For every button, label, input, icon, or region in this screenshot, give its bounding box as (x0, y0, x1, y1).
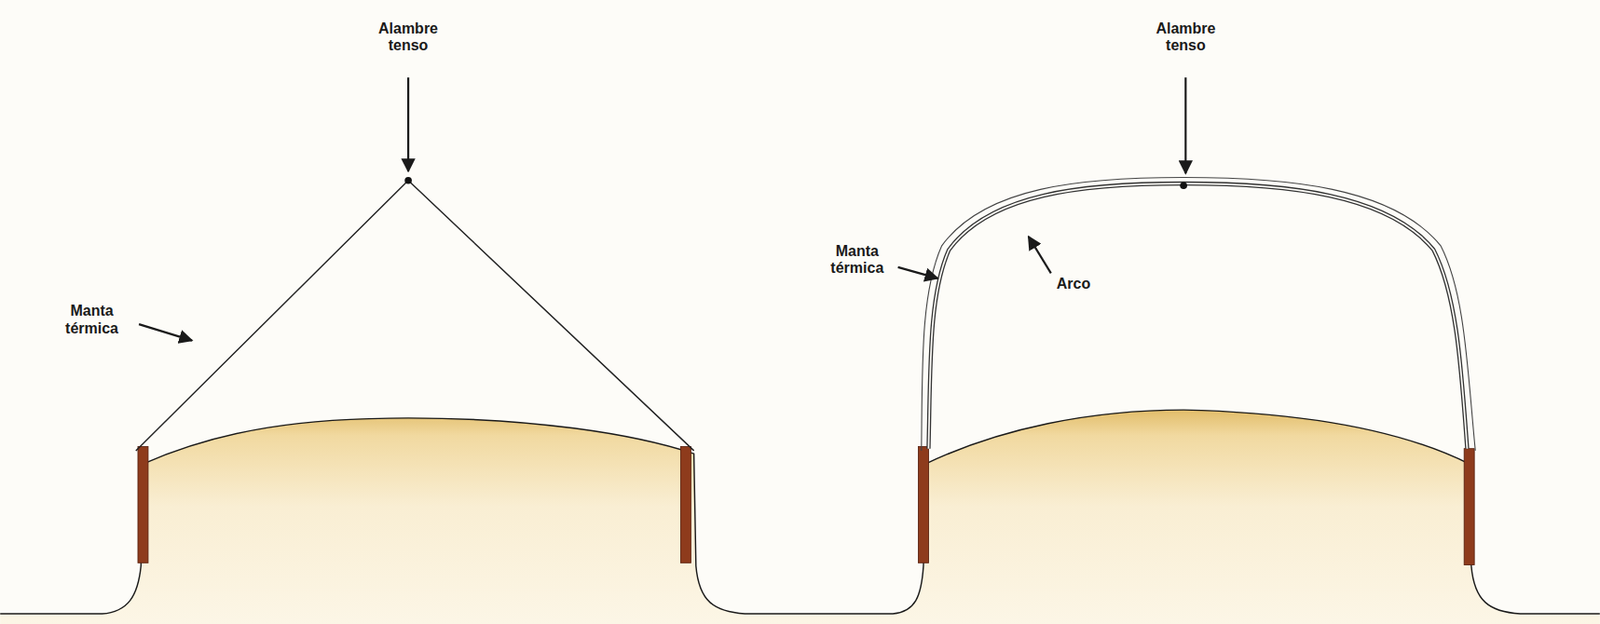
annotation-label: Arco (1056, 275, 1091, 293)
leader-arrow (407, 77, 410, 172)
stake (137, 447, 149, 564)
annotation-label: Manta térmica (65, 302, 119, 338)
wire-dot (1179, 181, 1188, 190)
thermal-blanket (136, 180, 695, 452)
leader-arrow (138, 324, 192, 342)
arch (928, 183, 1467, 450)
soil-outline (0, 410, 1600, 615)
leader-arrow (898, 267, 939, 279)
stake (917, 447, 929, 564)
stake (680, 447, 691, 564)
annotation-label: Alambre tenso (1155, 20, 1216, 55)
annotation-label: Alambre tenso (378, 20, 438, 55)
leader-arrow (1028, 236, 1052, 274)
wire-dot (404, 177, 412, 185)
thermal-blanket (921, 177, 1476, 451)
stake (1463, 449, 1475, 566)
leader-arrow (1184, 77, 1187, 174)
soil-bed (0, 410, 1600, 624)
arch-inner (928, 183, 1467, 450)
annotation-label: Manta térmica (830, 243, 884, 278)
